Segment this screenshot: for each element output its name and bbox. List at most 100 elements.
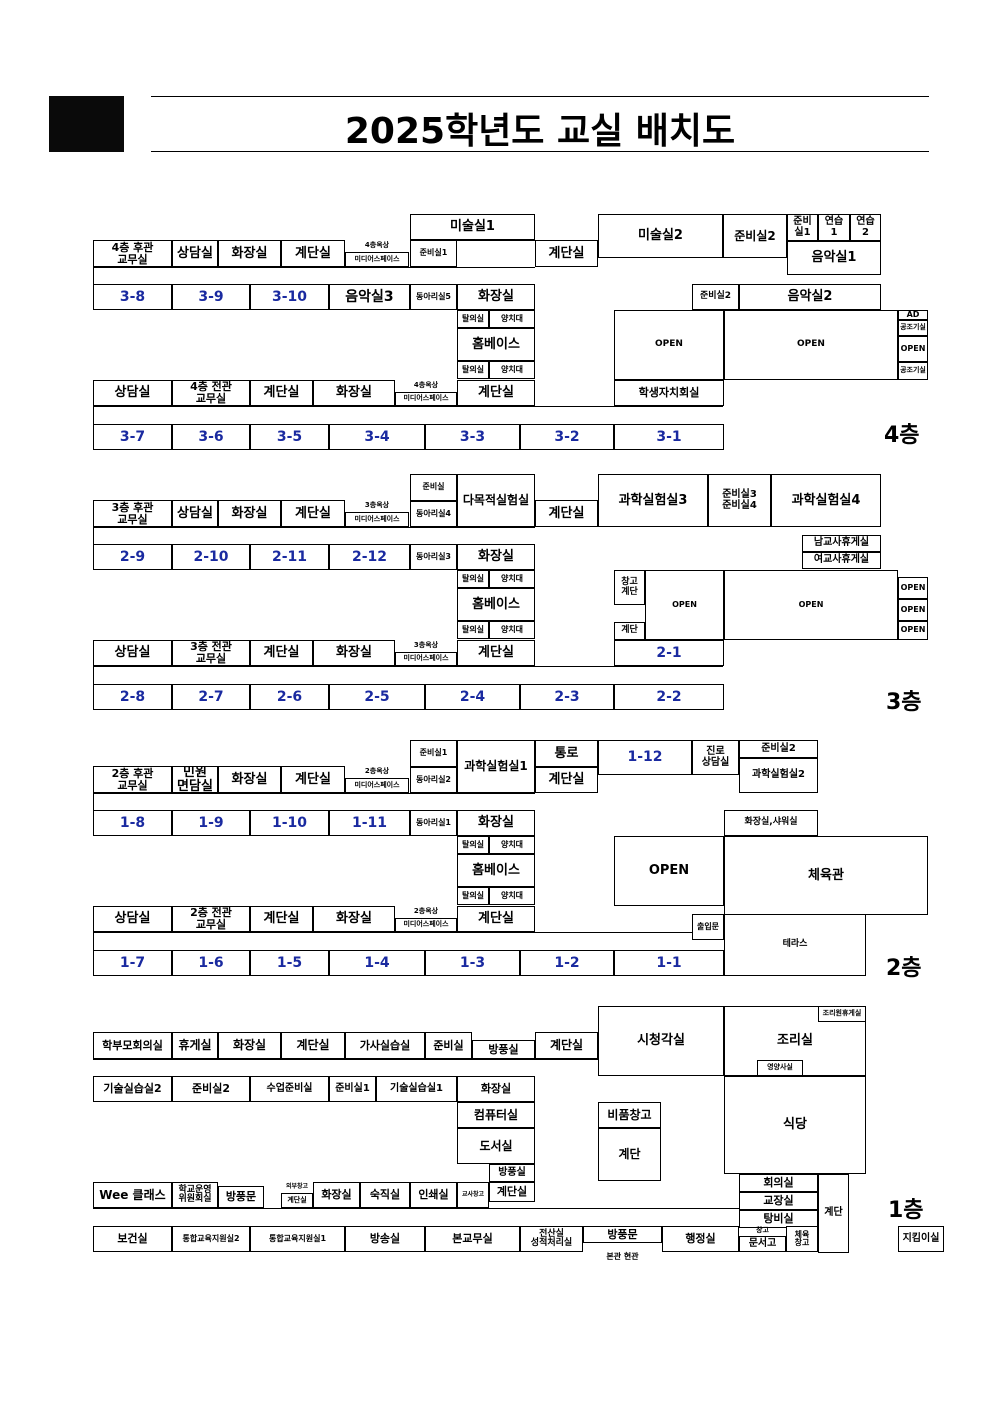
room-floor2-c1_8: 1-8	[93, 810, 172, 836]
title-bottom-rule	[151, 151, 929, 152]
room-floor4-counsel_a: 상담실	[172, 240, 218, 267]
room-floor1-toilet_c: 화장실	[313, 1182, 360, 1208]
room-floor2-sci2: 과학실험실2	[739, 758, 818, 793]
room-floor2-media_b: 미디어스페이스	[395, 918, 457, 932]
room-floor1-windbreak_a: 방풍실	[472, 1040, 535, 1059]
corridor-wall-floor4-b	[93, 406, 94, 424]
room-floor3-counsel_b: 상담실	[93, 640, 172, 666]
room-floor2-c1_6: 1-6	[172, 950, 250, 976]
room-floor2-rooftop: 2층옥상	[364, 767, 390, 776]
room-floor3-open_e: OPEN	[898, 621, 928, 640]
room-floor2-media: 미디어스페이스	[345, 778, 409, 793]
room-floor3-sci3: 과학실험실3	[598, 474, 708, 527]
room-floor1-toilet_a: 화장실	[218, 1032, 281, 1059]
room-floor2-rooftop_b: 2층옥상	[413, 907, 439, 916]
room-floor1-cafeteria: 식당	[724, 1076, 866, 1174]
room-floor1-stairs_c: 계단	[598, 1128, 661, 1181]
room-floor2-career: 진로 상담실	[692, 740, 739, 775]
room-floor4-music2: 음악실2	[739, 284, 881, 310]
room-floor1-pe_storage: 체육 창고	[786, 1226, 818, 1252]
room-floor2-toilet_c: 화장실	[313, 906, 395, 932]
room-floor1-docs: 문서고	[739, 1236, 786, 1252]
room-floor4-stairs_c: 계단실	[250, 380, 313, 406]
room-floor2-c1_4: 1-4	[329, 950, 425, 976]
room-floor2-c1_5: 1-5	[250, 950, 329, 976]
corridor-wall-floor3-b	[93, 666, 94, 684]
room-floor1-health: 보건실	[93, 1226, 172, 1252]
room-floor1-night: 숙직실	[360, 1182, 410, 1208]
room-floor3-rooftop: 3층옥상	[364, 501, 390, 510]
room-floor1-stairs_a: 계단실	[281, 1032, 345, 1059]
room-floor4-media_b: 미디어스페이스	[395, 392, 457, 406]
room-floor3-c2_8: 2-8	[93, 684, 172, 710]
room-floor1-tech1: 기술실습실1	[376, 1076, 457, 1102]
room-floor4-music1: 음악실1	[787, 241, 881, 275]
room-floor1-guard: 지킴이실	[898, 1226, 944, 1252]
room-floor4-homebase: 홈베이스	[457, 328, 535, 361]
room-floor2-dress_a: 탈의실	[457, 836, 489, 854]
room-floor2-sci1: 과학실험실1	[457, 740, 535, 793]
room-floor3-stairs_c: 계단실	[250, 640, 313, 666]
room-floor3-sink_b: 양치대	[489, 621, 535, 639]
room-floor3-dress_a: 탈의실	[457, 570, 489, 588]
room-floor3-c2_1: 2-1	[614, 640, 724, 666]
room-floor3-c2_11: 2-11	[250, 544, 329, 570]
room-floor3-c2_5: 2-5	[329, 684, 425, 710]
corridor-line-floor3-a	[93, 527, 535, 528]
room-floor2-toilet_a: 화장실	[218, 766, 281, 793]
room-floor3-stairs_d: 계단실	[457, 640, 535, 666]
room-floor3-homebase: 홈베이스	[457, 588, 535, 621]
room-floor3-c2_12: 2-12	[329, 544, 410, 570]
corridor-line-f1-b	[93, 1208, 739, 1209]
room-floor4-prep2b: 준비실2	[692, 284, 739, 310]
room-floor1-broadcast: 방송실	[345, 1226, 425, 1252]
floor-label-f4: 4층	[884, 423, 920, 448]
room-floor3-open_c: OPEN	[898, 577, 928, 599]
room-floor1-teacher_storage: 교사창고	[457, 1182, 489, 1208]
room-floor2-c1_7: 1-7	[93, 950, 172, 976]
room-floor1-support2: 통합교육지원실2	[172, 1226, 250, 1252]
room-floor1-rest: 휴게실	[172, 1032, 218, 1059]
room-floor2-prep2: 준비실2	[739, 740, 818, 758]
room-floor3-media_b: 미디어스페이스	[395, 652, 457, 666]
room-floor2-dress_b: 탈의실	[457, 887, 489, 905]
room-floor3-c2_3: 2-3	[520, 684, 614, 710]
room-floor4-stairs_d: 계단실	[457, 380, 535, 406]
room-floor2-gym: 체육관	[724, 836, 928, 915]
room-floor2-club2: 동아리실2	[410, 767, 457, 793]
room-floor3-rooftop_b: 3층옥상	[413, 641, 439, 650]
room-floor1-stairs_f: 계단	[818, 1174, 849, 1253]
room-floor4-prep1: 준비실1	[410, 240, 457, 267]
room-floor2-front_office: 2층 전관 교무실	[172, 906, 250, 932]
title-top-rule	[151, 96, 929, 97]
room-floor1-stairs_e: 계단실	[489, 1182, 535, 1202]
room-floor3-dress_b: 탈의실	[457, 621, 489, 639]
room-floor1-meeting: 회의실	[739, 1174, 818, 1192]
room-floor4-open_a: OPEN	[614, 310, 724, 380]
room-floor1-main_office: 본교무실	[425, 1226, 520, 1252]
room-floor3-c2_9: 2-9	[93, 544, 172, 570]
room-floor4-c3_1: 3-1	[614, 424, 724, 450]
room-floor1-cook_rest: 조리원휴게실	[818, 1006, 866, 1022]
room-floor1-tech2: 기술실습실2	[93, 1076, 172, 1102]
room-floor2-stairs_c: 계단실	[250, 906, 313, 932]
room-floor4-c3_3: 3-3	[425, 424, 520, 450]
room-floor2-entrance: 출입문	[692, 914, 724, 940]
room-floor2-sink_a: 양치대	[489, 836, 535, 854]
room-floor4-counsel_b: 상담실	[93, 380, 172, 406]
corridor-line-floor4-a	[93, 267, 535, 268]
room-floor1-windbreak_b: 방풍실	[489, 1164, 535, 1182]
room-floor1-prep_a: 준비실	[425, 1032, 472, 1059]
room-floor1-supplies: 비품창고	[598, 1102, 661, 1128]
room-floor3-toilet_b: 화장실	[457, 544, 535, 570]
room-floor1-committee: 학교운영 위원회실	[172, 1182, 218, 1208]
room-floor4-media: 미디어스페이스	[345, 252, 409, 267]
room-floor4-ad: AD	[898, 310, 928, 320]
room-floor1-main_entrance: 본관 현관	[606, 1251, 639, 1261]
room-floor4-art1: 미술실1	[410, 214, 535, 240]
room-floor3-multi_lab: 다목적실험실	[457, 474, 535, 527]
room-floor3-club4: 동아리실4	[410, 501, 457, 527]
corridor-line-floor4-b	[93, 406, 723, 407]
room-floor4-prac1: 연습 1	[818, 214, 850, 241]
